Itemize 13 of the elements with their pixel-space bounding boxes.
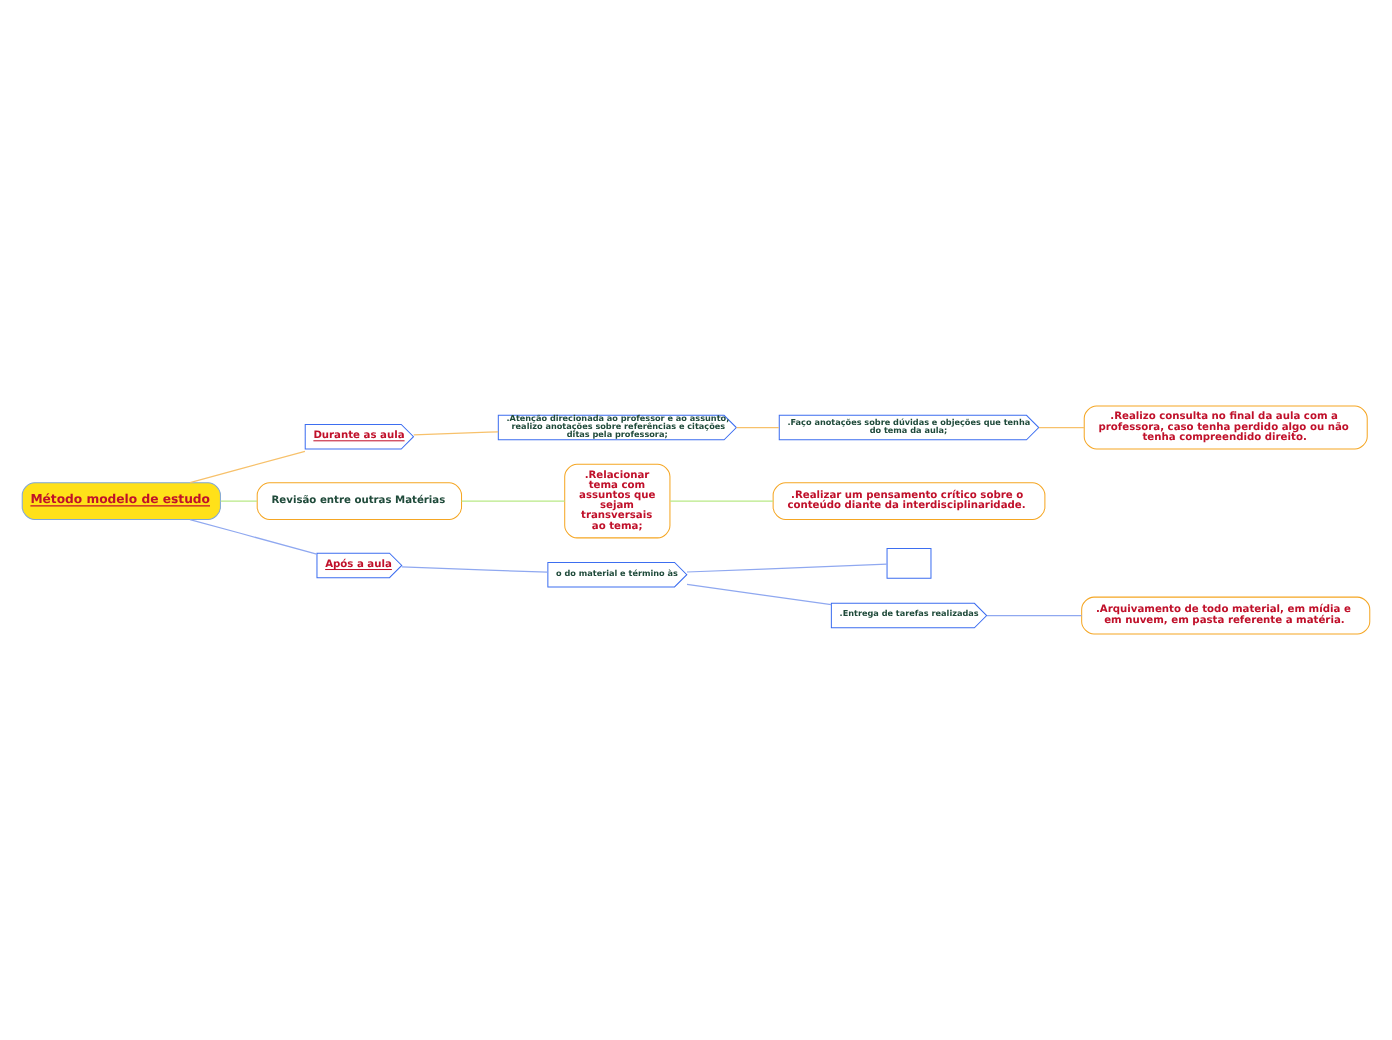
connector	[686, 583, 832, 606]
connector	[401, 566, 549, 573]
connector	[413, 431, 499, 436]
connector	[460, 500, 566, 502]
connector	[986, 614, 1083, 617]
connector	[189, 450, 306, 484]
connector	[1038, 426, 1085, 429]
node-box	[886, 548, 932, 579]
connector	[220, 500, 258, 502]
connector	[189, 518, 318, 555]
connector	[735, 426, 780, 429]
connector	[669, 500, 774, 502]
connector	[686, 563, 888, 573]
